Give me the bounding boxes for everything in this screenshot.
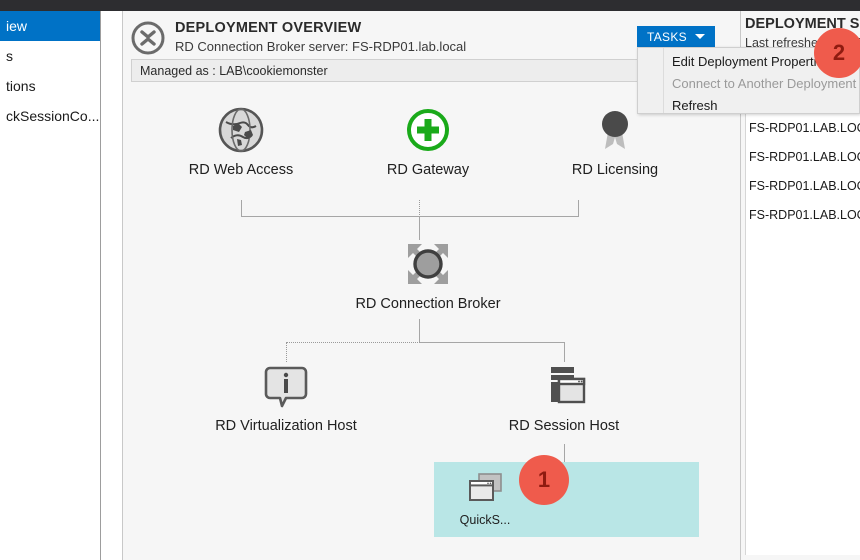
- page-title: DEPLOYMENT OVERVIEW: [175, 20, 361, 36]
- globe-icon: [166, 104, 316, 156]
- sidebar-item-collections[interactable]: tions: [0, 71, 100, 101]
- connector-line: [564, 342, 565, 362]
- table-row[interactable]: FS-RDP01.LAB.LOCAL: [749, 208, 860, 222]
- diagram-node-label: RD Session Host: [489, 418, 639, 434]
- pane-divider: [101, 11, 122, 560]
- menu-item-refresh[interactable]: Refresh: [666, 94, 718, 116]
- diagram-node-label: RD Connection Broker: [353, 296, 503, 312]
- menu-icon-gutter: [638, 48, 664, 113]
- diagram-node-label: RD Web Access: [166, 162, 316, 178]
- tasks-button[interactable]: TASKS: [637, 26, 715, 47]
- menu-item-label: Edit Deployment Properties: [672, 54, 830, 69]
- annotation-badge-label: 1: [538, 467, 550, 493]
- diagram-node-label: RD Virtualization Host: [211, 418, 361, 434]
- sidebar-item-label: tions: [6, 78, 36, 94]
- green-plus-circle-icon: [353, 104, 503, 156]
- window-titlebar: [0, 0, 860, 11]
- sidebar-item-label: s: [6, 48, 13, 64]
- connector-line: [578, 200, 579, 217]
- connector-line-dotted: [286, 342, 287, 362]
- diagram-node-rd-gateway[interactable]: RD Gateway: [353, 104, 503, 178]
- connector-line: [564, 444, 565, 462]
- sidebar-item-label: ckSessionCo...: [6, 108, 99, 124]
- sidebar-item-label: iew: [6, 18, 27, 34]
- sidebar-item-quicksessioncollection[interactable]: ckSessionCo...: [0, 101, 100, 131]
- deployment-overview-icon: [131, 21, 165, 55]
- collection-tile-content: QuickS...: [451, 472, 519, 527]
- diagram-node-rd-web-access[interactable]: RD Web Access: [166, 104, 316, 178]
- diagram-node-label: RD Gateway: [353, 162, 503, 178]
- diagram-node-label: RD Licensing: [540, 162, 690, 178]
- menu-item-label: Refresh: [672, 98, 718, 113]
- annotation-badge-1: 1: [519, 455, 569, 505]
- sidebar-item-overview[interactable]: iew: [0, 11, 100, 41]
- table-row[interactable]: FS-RDP01.LAB.LOCAL: [749, 150, 860, 164]
- diagram-node-rd-session-host[interactable]: RD Session Host: [489, 360, 639, 434]
- table-row[interactable]: FS-RDP01.LAB.LOCAL: [749, 179, 860, 193]
- table-row[interactable]: FS-RDP01.LAB.LOCAL: [749, 121, 860, 135]
- sidebar-item-servers[interactable]: s: [0, 41, 100, 71]
- diagram-node-rd-virtualization-host[interactable]: RD Virtualization Host: [211, 360, 361, 434]
- collection-windows-icon: [451, 472, 519, 509]
- annotation-badge-2: 2: [814, 28, 860, 78]
- connector-line: [241, 216, 578, 217]
- chevron-down-icon: [695, 34, 705, 39]
- connector-line: [241, 200, 242, 217]
- session-window-icon: [489, 360, 639, 412]
- page-subtitle: RD Connection Broker server: FS-RDP01.la…: [175, 39, 466, 54]
- menu-item-label: Connect to Another Deployment: [672, 76, 856, 91]
- connector-line: [419, 342, 564, 343]
- connector-line-dotted: [419, 200, 420, 217]
- navigation-sidebar: iew s tions ckSessionCo...: [0, 11, 101, 560]
- tasks-button-label: TASKS: [647, 30, 687, 44]
- managed-as-text: Managed as : LAB\cookiemonster: [140, 64, 328, 78]
- deployment-diagram: RD Web Access RD Gateway: [131, 82, 729, 552]
- annotation-badge-label: 2: [833, 40, 845, 66]
- collection-tile-label: QuickS...: [451, 513, 519, 527]
- menu-item-edit-deployment-properties[interactable]: Edit Deployment Properties: [666, 50, 830, 72]
- connector-line: [419, 319, 420, 342]
- connector-line: [419, 216, 420, 240]
- connector-line-dotted: [286, 342, 420, 343]
- info-bubble-icon: [211, 360, 361, 412]
- diagram-node-rd-connection-broker[interactable]: RD Connection Broker: [353, 238, 503, 312]
- connection-broker-icon: [353, 238, 503, 290]
